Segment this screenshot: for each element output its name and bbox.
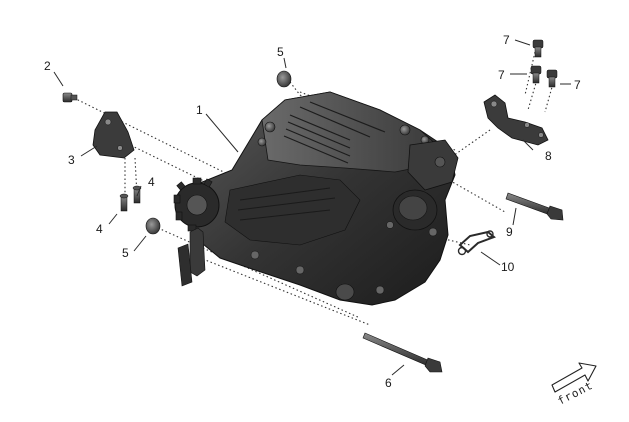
callout-10: 10	[501, 260, 515, 274]
callout-7-top: 7	[503, 33, 510, 47]
callout-3: 3	[68, 153, 75, 167]
grommet-part-5-top	[276, 70, 292, 88]
bolts-part-7	[530, 39, 558, 88]
callout-5-left: 5	[122, 246, 129, 260]
callout-1: 1	[196, 103, 203, 117]
transmission-housing	[189, 91, 459, 306]
leader-lines	[53, 39, 571, 376]
clip-bracket-part-10	[457, 230, 496, 256]
callout-4-right: 4	[148, 175, 155, 189]
callout-8: 8	[545, 149, 552, 163]
callout-7-right: 7	[574, 78, 581, 92]
callout-9: 9	[506, 225, 513, 239]
callout-6: 6	[385, 376, 392, 390]
bolt-part-9	[505, 192, 564, 221]
shift-linkage	[177, 227, 206, 287]
callout-labels: 1 2 3 4 4 5 5 6 7 7 7 8 9 10	[44, 33, 581, 390]
callout-5-top: 5	[277, 45, 284, 59]
grommet-part-5-left	[145, 217, 161, 235]
drive-sprocket	[173, 177, 220, 232]
callout-4-left: 4	[96, 222, 103, 236]
bolt-part-2	[62, 92, 78, 103]
callout-2: 2	[44, 59, 51, 73]
front-direction-arrow-icon: front	[551, 362, 597, 408]
mount-bracket-part-8	[483, 94, 549, 146]
mount-bracket-part-3	[92, 111, 135, 159]
bolts-part-4	[119, 185, 142, 212]
long-bolt-part-6	[362, 332, 443, 373]
callout-7-middle: 7	[498, 68, 505, 82]
